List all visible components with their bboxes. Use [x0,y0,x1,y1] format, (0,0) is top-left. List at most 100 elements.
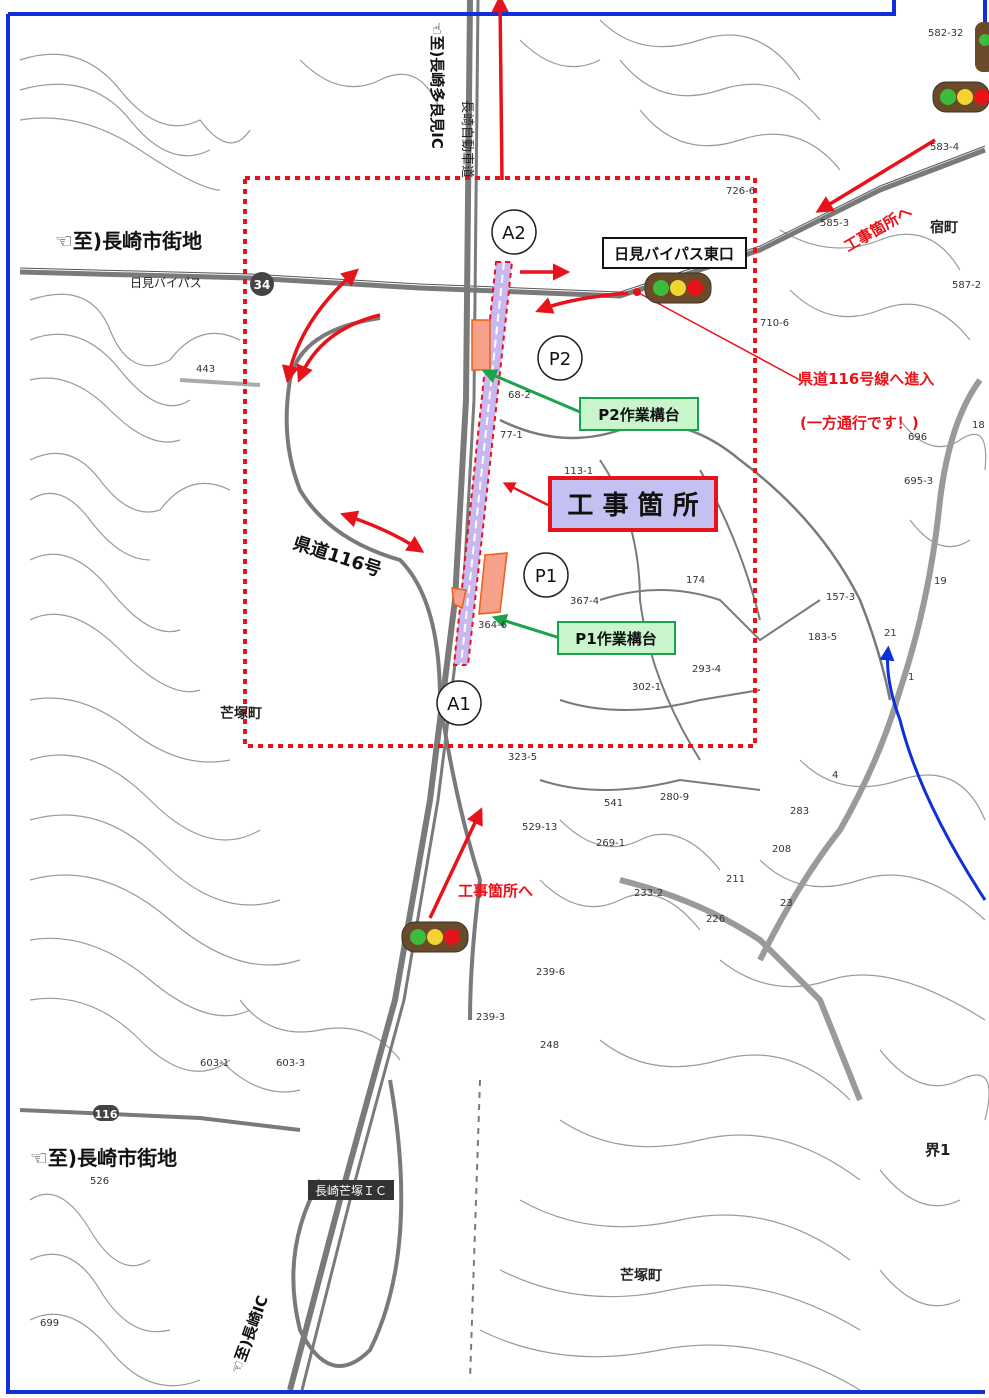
kendo116-leader-dot [633,288,641,296]
parcel-number: 269-1 [596,838,625,849]
shukumachi-label: 宿町 [930,219,958,236]
to-city-bottom-label: ☜至)長崎市街地 [30,1146,177,1170]
traffic-light-top-right [975,22,989,72]
traffic-light-east [644,272,712,304]
traffic-light-south [401,921,469,953]
parcel-number: 4 [832,770,838,781]
parcel-number: 726-6 [726,186,755,197]
kai1-label: 界1 [925,1141,950,1159]
parcel-number: 208 [772,844,791,855]
parcel-number: 248 [540,1040,559,1051]
svg-text:P2: P2 [549,349,571,370]
green-leaders [481,369,581,640]
parcel-number: 68-2 [508,390,531,401]
parcel-number: 293-4 [692,664,721,675]
parcel-number: 233-2 [634,888,663,899]
to-city-top-label: ☜至)長崎市街地 [55,229,202,253]
to-nagasaki-ic-label: ☜至)長崎IC [227,1293,272,1376]
parcel-number: 364-6 [478,620,507,631]
work-area-boundary [243,176,757,748]
parcel-number: 699 [40,1318,59,1329]
ic-name-label: 長崎芒塚ＩＣ [308,1180,394,1200]
p1-pier-side [451,587,467,610]
svg-text:P1作業構台: P1作業構台 [575,630,656,648]
bouzuka-south-label: 芒塚町 [620,1267,662,1284]
kendo116-leader [636,291,801,381]
parcel-number: 323-5 [508,752,537,763]
parcel-numbers: 443 68-2 77-1 113-1 174 157-3 183-5 367-… [40,28,985,1329]
traffic-arrows [281,0,936,919]
parcel-number: 174 [686,575,705,586]
p1-stage-box: P1作業構台 [557,621,676,655]
parcel-number: 603-1 [200,1058,229,1069]
route116-shield: 116 [93,1105,119,1121]
parcel-number: 585-3 [820,218,849,229]
work-site-pointer [502,482,549,507]
parcel-number: 239-3 [476,1012,505,1023]
marker-a1: A1 [436,680,482,726]
svg-text:日見バイパス東口: 日見バイパス東口 [614,245,734,263]
parcel-number: 696 [908,432,927,443]
to-site-bottom-label: 工事箇所へ [458,882,533,900]
parcel-number: 157-3 [826,592,855,603]
marker-p2: P2 [537,335,583,381]
parcel-number: 1 [908,672,914,683]
route34-shield: 34 [250,272,274,296]
svg-text:長崎芒塚ＩＣ: 長崎芒塚ＩＣ [315,1183,387,1198]
parcel-number: 18 [972,420,985,431]
parcel-number: 211 [726,874,745,885]
parcel-number: 77-1 [500,430,523,441]
svg-text:工 事 箇 所: 工 事 箇 所 [567,490,698,521]
parcel-number: 226 [706,914,725,925]
parcel-number: 302-1 [632,682,661,693]
p2-pier [471,319,491,371]
parcel-number: 183-5 [808,632,837,643]
roads [19,0,986,1391]
parcel-number: 443 [196,364,215,375]
to-site-top-label: 工事箇所へ [841,202,915,255]
parcel-number: 113-1 [564,466,593,477]
svg-text:P2作業構台: P2作業構台 [598,406,679,424]
svg-text:A1: A1 [447,694,471,715]
svg-text:P1: P1 [535,566,557,587]
himi-east-box: 日見バイパス東口 [602,237,747,269]
parcel-number: 541 [604,798,623,809]
expressway-label: 長崎自動車道 [459,100,474,178]
blue-route-arrow [879,645,987,901]
bridge-alignment [452,261,514,666]
parcel-number: 583-4 [930,142,959,153]
ic-loop [291,1079,404,1368]
kendo-116-road [284,316,483,1021]
parcel-number: 526 [90,1176,109,1187]
one-way-label: (一方通行です！) [800,414,919,432]
parcel-number: 582-32 [928,28,963,39]
contour-lines [19,19,989,1391]
parcel-number: 367-4 [570,596,599,607]
svg-text:116: 116 [95,1108,118,1121]
marker-a2: A2 [491,209,537,255]
to-nagasaki-north-ic-label: ☜至)長崎多良見IC [428,22,446,149]
traffic-light-northeast [932,81,989,113]
parcel-number: 529-13 [522,822,557,833]
marker-p1: P1 [523,552,569,598]
bouzuka-west-label: 芒塚町 [220,705,262,722]
himi-bypass-road [19,147,986,299]
himi-bypass-label: 日見バイパス [130,276,202,290]
parcel-number: 603-3 [276,1058,305,1069]
parcel-number: 695-3 [904,476,933,487]
parcel-number: 239-6 [536,967,565,978]
kendo116-label: 県道116号 [290,532,384,581]
svg-text:34: 34 [254,278,271,292]
parcel-number: 23 [780,898,793,909]
parcel-number: 21 [884,628,897,639]
work-site-box: 工 事 箇 所 [548,476,718,532]
p2-stage-box: P2作業構台 [579,397,699,431]
kendo116-enter-label: 県道116号線へ進入 [798,370,934,388]
parcel-number: 19 [934,576,947,587]
parcel-number: 587-2 [952,280,981,291]
parcel-number: 710-6 [760,318,789,329]
parcel-number: 280-9 [660,792,689,803]
parcel-number: 283 [790,806,809,817]
svg-text:A2: A2 [502,223,526,244]
